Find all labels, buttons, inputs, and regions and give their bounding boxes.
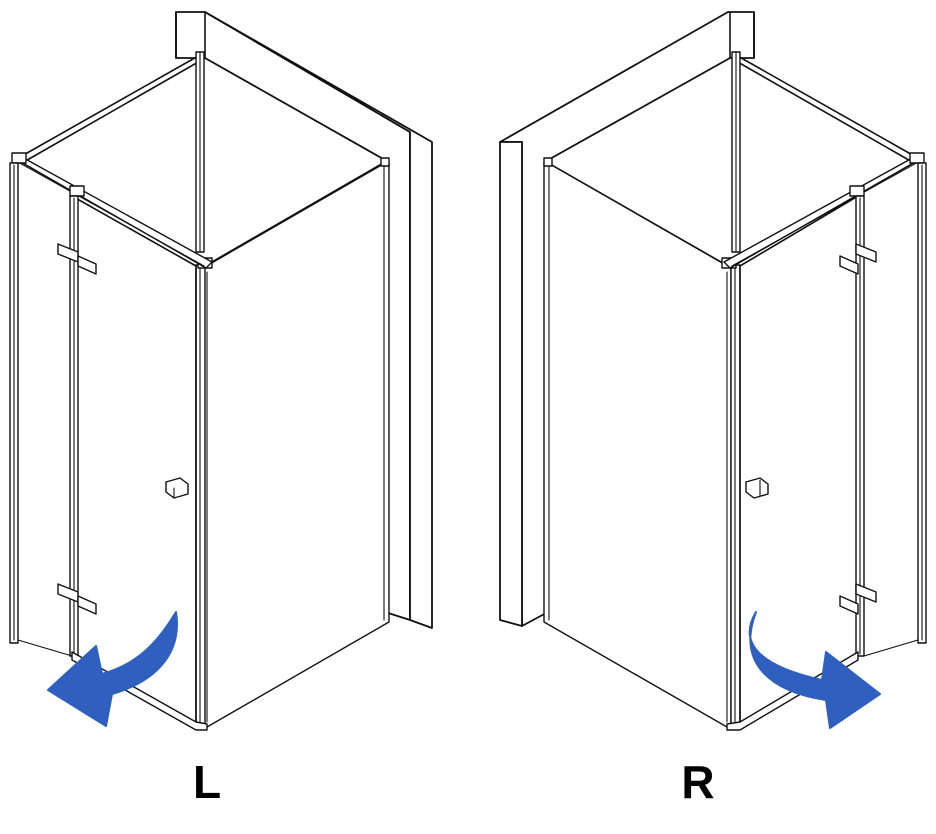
fixed-strip-right: [917, 162, 927, 644]
variant-left: L: [9, 11, 433, 808]
hinged-door-left: [17, 195, 197, 728]
base-left: [71, 651, 208, 731]
curved-arrow-icon: [748, 611, 881, 729]
door-handle-right: [745, 477, 769, 499]
hinged-door-right: [739, 195, 919, 728]
hinge-top-left: [57, 243, 97, 275]
variant-label-right: R: [681, 756, 714, 808]
curved-arrow-icon: [47, 611, 178, 727]
variant-right: R: [499, 11, 927, 808]
side-panel-left: [202, 157, 390, 728]
front-rail-right: [723, 152, 925, 269]
hinge-top-right: [839, 243, 877, 275]
side-panel-right: [543, 157, 732, 728]
variant-label-left: L: [193, 756, 221, 808]
rear-post-left: [195, 51, 205, 253]
fixed-strip-left: [9, 162, 19, 644]
wall-right-variant: [499, 11, 755, 627]
hinge-bottom-left: [57, 583, 97, 615]
front-rail-left: [11, 152, 213, 269]
door-handle-left: [165, 477, 189, 499]
rear-post-right: [731, 51, 741, 253]
hinge-bottom-right: [839, 583, 877, 615]
